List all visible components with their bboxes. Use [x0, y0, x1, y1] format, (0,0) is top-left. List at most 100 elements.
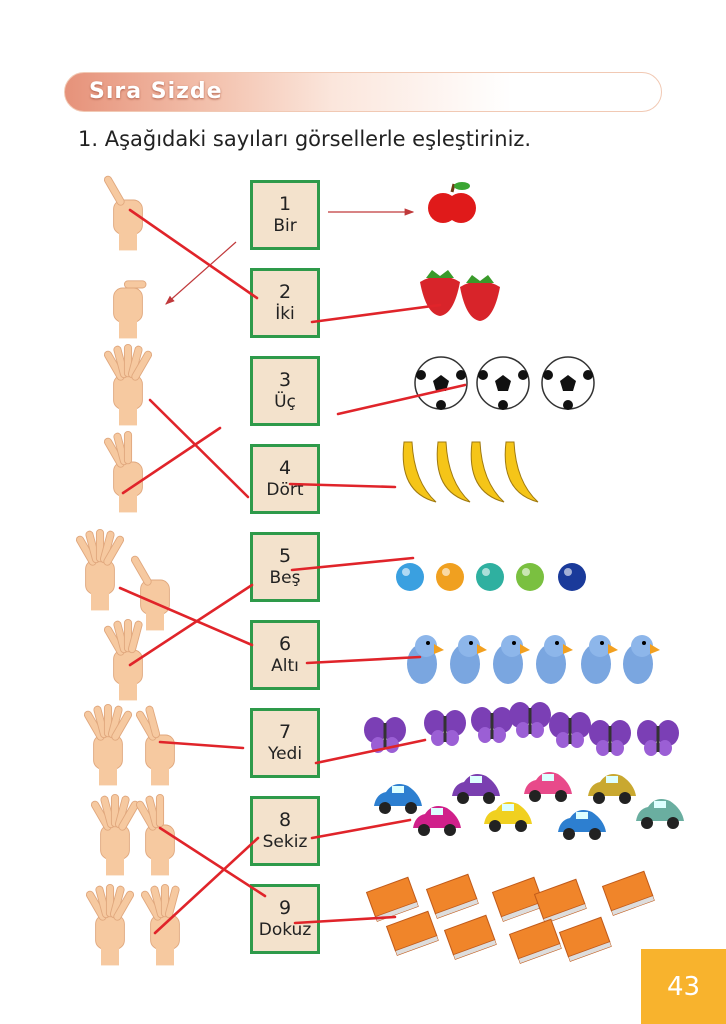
book-icon — [533, 878, 587, 924]
book-icon — [491, 876, 545, 922]
match-line — [336, 383, 467, 416]
match-line — [153, 836, 260, 935]
match-line — [305, 655, 422, 665]
book-icon — [425, 873, 479, 919]
number-word: Sekiz — [262, 832, 308, 852]
parrot-icon — [407, 635, 444, 684]
banana-icon — [436, 441, 471, 503]
strawberry-icon — [460, 275, 500, 321]
hand-icon — [83, 703, 133, 786]
marble-icon — [516, 563, 544, 591]
match-line — [290, 556, 415, 572]
marble-icon — [436, 563, 464, 591]
example-arrow-hand — [165, 241, 237, 305]
number-digit: 2 — [278, 281, 292, 303]
match-line — [288, 482, 397, 489]
butterfly-icon — [471, 707, 513, 743]
hand-icon — [103, 618, 143, 701]
car-icon — [588, 774, 636, 804]
butterfly-icon — [549, 712, 591, 748]
soccer-ball-icon — [541, 356, 595, 410]
soccer-ball-icon — [414, 356, 468, 410]
car-icon — [452, 774, 500, 804]
match-line — [148, 398, 250, 499]
hand-icon — [75, 528, 125, 611]
number-digit: 8 — [278, 809, 292, 831]
page-number: 43 — [641, 949, 726, 1024]
parrot-icon — [493, 635, 530, 684]
instruction-text: 1. Aşağıdaki sayıları görsellerle eşleşt… — [78, 127, 532, 151]
section-banner: Sıra Sizde — [64, 72, 662, 112]
match-line — [121, 426, 222, 495]
book-icon — [443, 914, 497, 960]
hand-icon — [90, 793, 140, 876]
match-line — [158, 826, 267, 898]
car-icon — [413, 806, 461, 836]
number-digit: 9 — [278, 897, 292, 919]
book-icon — [601, 870, 655, 916]
hand-icon — [113, 280, 147, 339]
soccer-ball-icon — [476, 356, 530, 410]
parrot-icon — [581, 635, 618, 684]
example-arrows — [165, 208, 415, 305]
match-line — [293, 915, 397, 925]
hand-icon — [103, 430, 143, 513]
parrot-icon — [450, 635, 487, 684]
marble-icon — [396, 563, 424, 591]
match-line — [128, 583, 254, 667]
number-digit: 4 — [278, 457, 292, 479]
banana-icon — [402, 441, 437, 503]
number-digit: 1 — [278, 193, 292, 215]
section-title: Sıra Sizde — [89, 79, 223, 104]
book-icon — [508, 918, 562, 964]
banana-icon — [504, 441, 539, 503]
number-digit: 5 — [278, 545, 292, 567]
number-word: Altı — [271, 656, 299, 676]
marble-icon — [558, 563, 586, 591]
car-icon — [636, 799, 684, 829]
match-line — [314, 738, 427, 765]
car-icon — [484, 802, 532, 832]
number-word: İki — [275, 304, 295, 324]
number-word: Yedi — [267, 744, 303, 764]
number-word: Beş — [269, 568, 301, 588]
apple-icon — [428, 182, 476, 223]
butterfly-icon — [637, 720, 679, 756]
book-icon — [385, 910, 439, 956]
parrot-icon — [536, 635, 573, 684]
number-word: Dokuz — [258, 920, 312, 940]
drawn-lines — [118, 208, 467, 935]
parrot-icon — [623, 635, 660, 684]
car-icon — [374, 784, 422, 814]
match-line — [118, 586, 254, 647]
number-digit: 6 — [278, 633, 292, 655]
banana-icon — [470, 441, 505, 503]
car-icon — [558, 810, 606, 840]
match-line — [158, 740, 245, 750]
match-line — [310, 303, 442, 324]
hand-icon — [103, 343, 153, 426]
butterfly-icon — [424, 710, 466, 746]
book-icon — [558, 916, 612, 962]
hand-icon — [140, 883, 180, 966]
match-line — [310, 818, 412, 840]
butterfly-icon — [589, 720, 631, 756]
match-line — [128, 208, 259, 300]
marble-icon — [476, 563, 504, 591]
number-digit: 7 — [278, 721, 292, 743]
hand-icon — [85, 883, 135, 966]
number-digit: 3 — [278, 369, 292, 391]
butterfly-icon — [509, 702, 551, 738]
number-word: Üç — [274, 392, 296, 412]
number-word: Bir — [273, 216, 297, 236]
